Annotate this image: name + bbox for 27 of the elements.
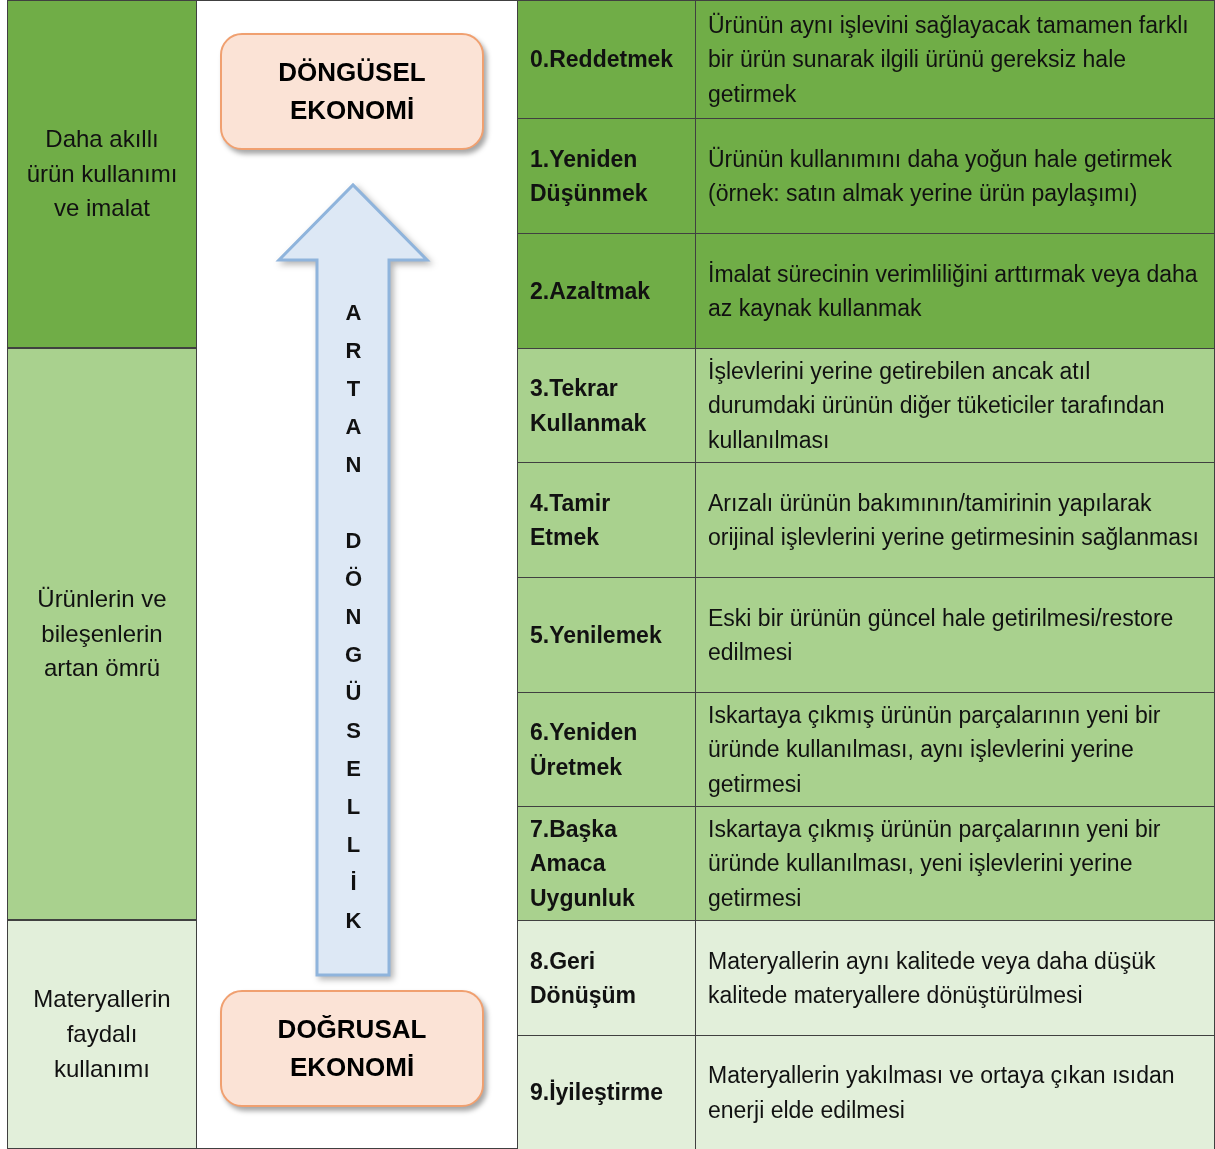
strategy-label: 5.Yenilemek — [517, 577, 696, 693]
description-text: İşlevlerini yerine getirebilen ancak atıl durumdaki ürünün diğer tüketiciler tarafından kullanılması — [695, 348, 1215, 463]
economy-box: DÖNGÜSEL EKONOMİ — [220, 33, 484, 150]
strategy-label: 8.Geri Dönüşüm — [517, 920, 696, 1036]
strategy-label: 2.Azaltmak — [517, 233, 696, 349]
description-text: Iskartaya çıkmış ürünün parçalarının yeni bir üründe kullanılması, yeni işlevlerini yerine getirmesi — [695, 806, 1215, 921]
strategy-label: 6.Yeniden Üretmek — [517, 692, 696, 807]
category-label: Daha akıllı ürün kullanımı ve imalat — [7, 0, 197, 348]
edge-label: ARTAN DÖNGÜSELLİK — [340, 300, 367, 946]
category-label: Materyallerin faydalı kullanımı — [7, 920, 197, 1149]
strategy-label: 3.Tekrar Kullanmak — [517, 348, 696, 463]
strategy-label: 4.Tamir Etmek — [517, 462, 696, 578]
block-arrow — [275, 182, 431, 977]
description-text: İmalat sürecinin verimliliğini arttırmak veya daha az kaynak kullanmak — [695, 233, 1215, 349]
description-text: Iskartaya çıkmış ürünün parçalarının yeni bir üründe kullanılması, aynı işlevlerini yerine getirmesi — [695, 692, 1215, 807]
description-text: Arızalı ürünün bakımının/tamirinin yapılarak orijinal işlevlerini yerine getirmesinin sağlanması — [695, 462, 1215, 578]
description-text: Ürünün kullanımını daha yoğun hale getirmek (örnek: satın almak yerine ürün paylaşımı) — [695, 118, 1215, 234]
category-label: Ürünlerin ve bileşenlerin artan ömrü — [7, 348, 197, 920]
description-text: Eski bir ürünün güncel hale getirilmesi/restore edilmesi — [695, 577, 1215, 693]
strategy-label: 9.İyileştirme — [517, 1035, 696, 1149]
strategy-label: 1.Yeniden Düşünmek — [517, 118, 696, 234]
strategy-label: 0.Reddetmek — [517, 0, 696, 119]
strategy-label: 7.Başka Amaca Uygunluk — [517, 806, 696, 921]
description-text: Ürünün aynı işlevini sağlayacak tamamen farklı bir ürün sunarak ilgili ürünü gereksiz hale getirmek — [695, 0, 1215, 119]
description-text: Materyallerin aynı kalitede veya daha düşük kalitede materyallere dönüştürülmesi — [695, 920, 1215, 1036]
description-text: Materyallerin yakılması ve ortaya çıkan ısıdan enerji elde edilmesi — [695, 1035, 1215, 1149]
economy-box: DOĞRUSAL EKONOMİ — [220, 990, 484, 1107]
